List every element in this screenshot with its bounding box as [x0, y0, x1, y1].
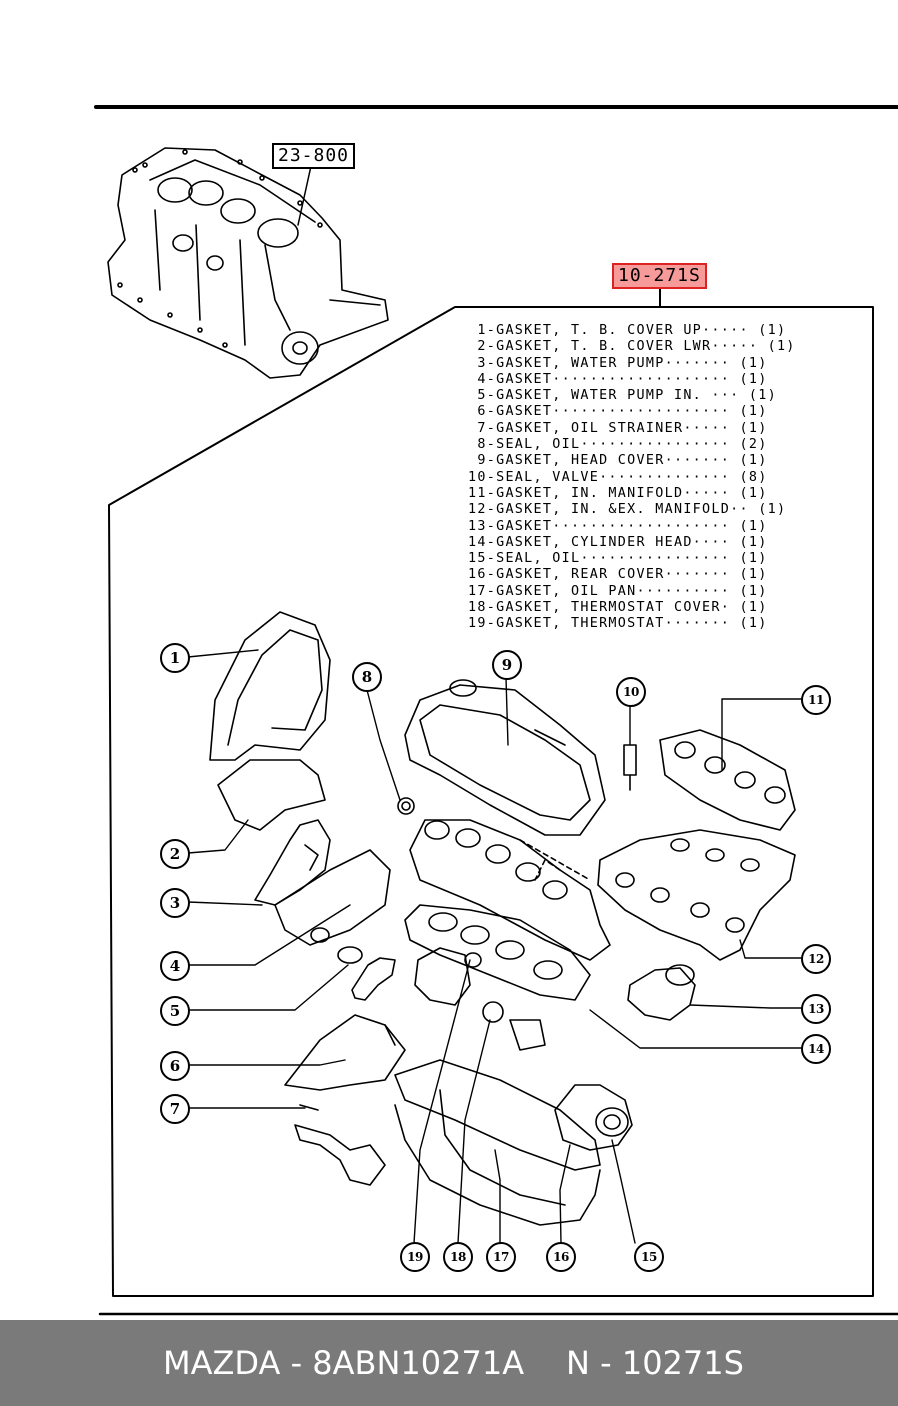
callout-6[interactable]: 6 — [160, 1051, 190, 1081]
callout-8[interactable]: 8 — [352, 662, 382, 692]
footer-part-number: MAZDA - 8ABN10271A — [163, 1344, 525, 1382]
engine-ref-leader — [297, 165, 312, 226]
callout-12[interactable]: 12 — [801, 944, 831, 974]
callout-13[interactable]: 13 — [801, 994, 831, 1024]
footer-bar: MAZDA - 8ABN10271A N - 10271S — [0, 1320, 898, 1406]
callout-15[interactable]: 15 — [634, 1242, 664, 1272]
callout-11[interactable]: 11 — [801, 685, 831, 715]
parts-list-item: 2-GASKET, T. B. COVER LWR····· (1) — [468, 339, 796, 355]
parts-list-item: 1-GASKET, T. B. COVER UP····· (1) — [468, 323, 787, 338]
callout-14[interactable]: 14 — [801, 1034, 831, 1064]
parts-list: 1-GASKET, T. B. COVER UP····· (1) 2-GASK… — [468, 323, 796, 633]
callout-1[interactable]: 1 — [160, 643, 190, 673]
callout-19[interactable]: 19 — [400, 1242, 430, 1272]
callout-10[interactable]: 10 — [616, 677, 646, 707]
callout-3[interactable]: 3 — [160, 888, 190, 918]
parts-list-item: 17-GASKET, OIL PAN·········· (1) — [468, 583, 768, 599]
callout-2[interactable]: 2 — [160, 839, 190, 869]
callout-16[interactable]: 16 — [546, 1242, 576, 1272]
parts-list-item: 14-GASKET, CYLINDER HEAD···· (1) — [468, 534, 768, 550]
parts-list-item: 16-GASKET, REAR COVER······· (1) — [468, 567, 768, 583]
parts-list-item: 9-GASKET, HEAD COVER······· (1) — [468, 453, 768, 469]
callout-5[interactable]: 5 — [160, 996, 190, 1026]
parts-list-item: 7-GASKET, OIL STRAINER····· (1) — [468, 420, 768, 436]
callout-9[interactable]: 9 — [492, 650, 522, 680]
engine-reference-label[interactable]: 23-800 — [272, 143, 356, 169]
callout-7[interactable]: 7 — [160, 1094, 190, 1124]
parts-list-item: 4-GASKET··················· (1) — [468, 371, 768, 387]
diagram-linework — [94, 105, 898, 1316]
parts-list-item: 6-GASKET··················· (1) — [468, 404, 768, 420]
kit-frame — [108, 288, 874, 1297]
callout-17[interactable]: 17 — [486, 1242, 516, 1272]
component-illustrations — [209, 611, 796, 1226]
callout-leaders — [187, 649, 803, 1244]
callout-4[interactable]: 4 — [160, 951, 190, 981]
kit-reference-label[interactable]: 10-271S — [612, 263, 707, 289]
engine-block-illustration — [107, 147, 389, 379]
parts-list-item: 18-GASKET, THERMOSTAT COVER· (1) — [468, 600, 768, 616]
parts-list-item: 11-GASKET, IN. MANIFOLD····· (1) — [468, 485, 768, 501]
parts-list-item: 19-GASKET, THERMOSTAT······· (1) — [468, 616, 768, 632]
parts-list-item: 12-GASKET, IN. &EX. MANIFOLD·· (1) — [468, 502, 787, 518]
callout-18[interactable]: 18 — [443, 1242, 473, 1272]
parts-list-item: 8-SEAL, OIL················ (2) — [468, 437, 768, 453]
parts-list-item: 5-GASKET, WATER PUMP IN. ··· (1) — [468, 388, 777, 404]
footer-kit-number: N - 10271S — [566, 1344, 744, 1382]
parts-diagram: 23-800 10-271S 1-GASKET, T. B. COVER UP·… — [94, 105, 898, 1316]
parts-list-item: 3-GASKET, WATER PUMP······· (1) — [468, 355, 768, 371]
parts-list-item: 13-GASKET··················· (1) — [468, 518, 768, 534]
parts-list-item: 15-SEAL, OIL················ (1) — [468, 551, 768, 567]
parts-list-item: 10-SEAL, VALVE·············· (8) — [468, 469, 768, 485]
